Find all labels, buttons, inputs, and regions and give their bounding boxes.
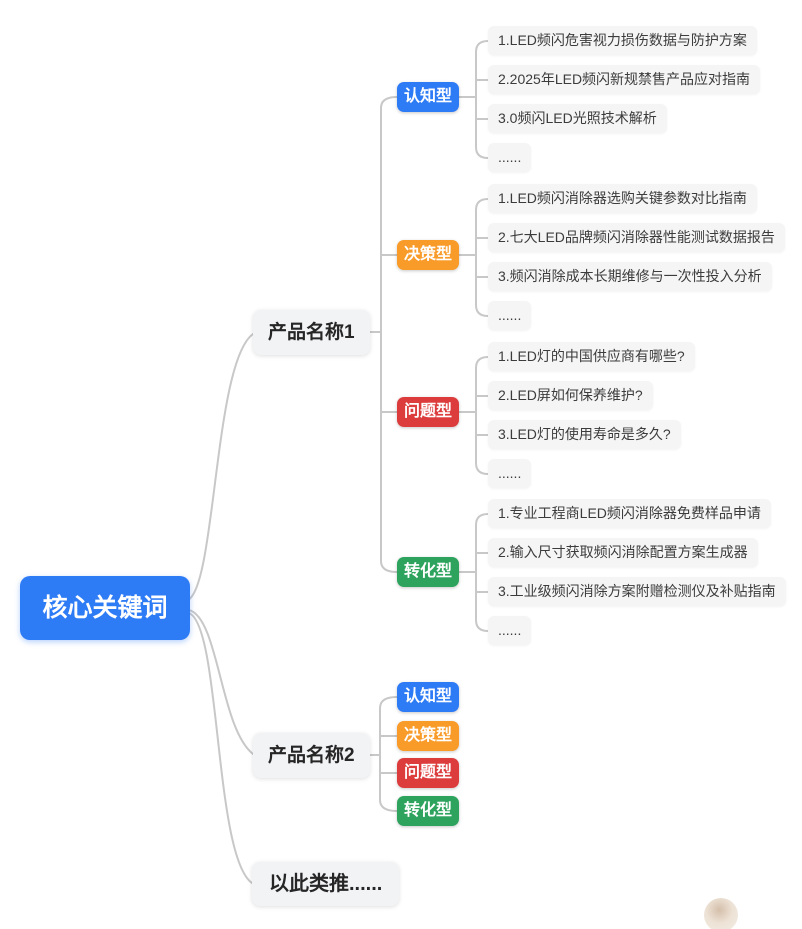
p2-type-question[interactable]: 问题型 <box>397 758 460 788</box>
leaf-item[interactable]: 2.LED屏如何保养维护? <box>488 381 653 410</box>
connector-product1-trunk <box>380 96 398 573</box>
leaf-item[interactable]: ...... <box>488 143 532 172</box>
leaf-item[interactable]: ...... <box>488 459 532 488</box>
connector-root-product1 <box>187 333 254 601</box>
leaf-item[interactable]: 3.LED灯的使用寿命是多久? <box>488 420 681 449</box>
connector-root-more <box>188 612 253 884</box>
watermark-logo <box>704 898 738 929</box>
leaf-item[interactable]: 1.LED频闪消除器选购关键参数对比指南 <box>488 184 757 213</box>
p2-type-conversion[interactable]: 转化型 <box>397 796 460 826</box>
leaf-item[interactable]: ...... <box>488 616 532 645</box>
leaf-item[interactable]: 3.0频闪LED光照技术解析 <box>488 104 667 133</box>
connector-cognitive-trunk <box>475 40 489 159</box>
connector-question-trunk <box>475 356 489 475</box>
root-node[interactable]: 核心关键词 <box>20 576 190 640</box>
p1-type-cognitive[interactable]: 认知型 <box>397 82 460 112</box>
leaf-item[interactable]: 2.七大LED品牌频闪消除器性能测试数据报告 <box>488 223 785 252</box>
p1-type-conversion[interactable]: 转化型 <box>397 557 460 587</box>
leaf-item[interactable]: 3.工业级频闪消除方案附赠检测仪及补贴指南 <box>488 577 786 606</box>
more-node[interactable]: 以此类推...... <box>252 862 400 906</box>
p1-type-question[interactable]: 问题型 <box>397 397 460 427</box>
product2-node[interactable]: 产品名称2 <box>253 733 370 778</box>
leaf-item[interactable]: ...... <box>488 301 532 330</box>
leaf-item[interactable]: 3.频闪消除成本长期维修与一次性投入分析 <box>488 262 772 291</box>
p2-type-cognitive[interactable]: 认知型 <box>397 682 460 712</box>
leaf-item[interactable]: 2.2025年LED频闪新规禁售产品应对指南 <box>488 65 761 94</box>
leaf-item[interactable]: 2.输入尺寸获取频闪消除配置方案生成器 <box>488 538 758 567</box>
connector-product2-trunk <box>379 696 398 812</box>
leaf-item[interactable]: 1.LED频闪危害视力损伤数据与防护方案 <box>488 26 757 55</box>
leaf-item[interactable]: 1.专业工程商LED频闪消除器免费样品申请 <box>488 499 771 528</box>
p1-type-decision[interactable]: 决策型 <box>397 240 460 270</box>
product1-node[interactable]: 产品名称1 <box>253 310 370 355</box>
leaf-item[interactable]: 1.LED灯的中国供应商有哪些? <box>488 342 695 371</box>
p2-type-decision[interactable]: 决策型 <box>397 721 460 751</box>
connector-decision-trunk <box>475 198 489 317</box>
connector-root-product2 <box>188 609 254 755</box>
connector-conversion-trunk <box>475 513 489 632</box>
